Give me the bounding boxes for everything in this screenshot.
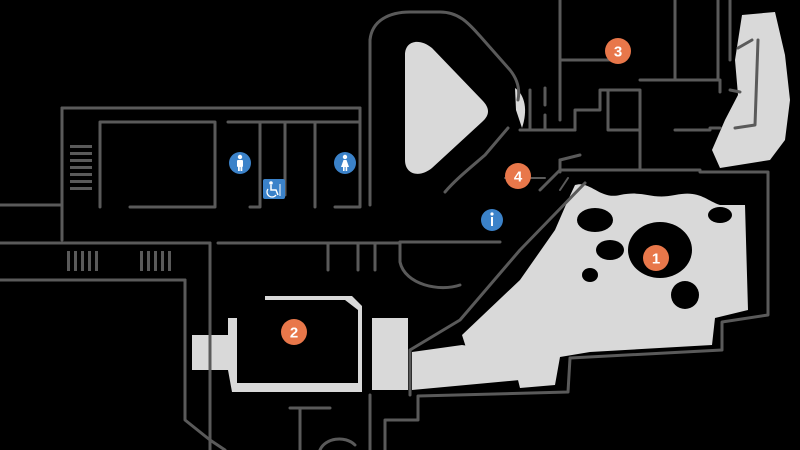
- marker-4-label: 4: [514, 169, 523, 186]
- marker-2[interactable]: 2: [281, 319, 307, 345]
- marker-1-label: 1: [652, 251, 660, 268]
- marker-1[interactable]: 1: [643, 245, 669, 271]
- exhibit-1-island: [671, 281, 699, 309]
- male-restroom-icon[interactable]: [229, 152, 251, 174]
- lower-corridor-block-b: [412, 345, 520, 390]
- marker-3[interactable]: 3: [605, 38, 631, 64]
- marker-4[interactable]: 4: [505, 163, 531, 189]
- marker-2-label: 2: [290, 325, 298, 342]
- information-icon[interactable]: [481, 209, 503, 231]
- stairs-bottom-left-a: [67, 251, 98, 271]
- exhibit-1-island: [596, 240, 624, 260]
- exhibit-triangle-hall: [405, 41, 488, 174]
- marker-3-label: 3: [614, 44, 622, 61]
- lower-corridor-block-a: [372, 318, 408, 390]
- exhibit-1-island: [708, 207, 732, 223]
- exhibit-area-3-gallery: [712, 12, 790, 168]
- accessible-restroom-icon[interactable]: [263, 179, 285, 199]
- exhibit-area-2-surround: [192, 296, 362, 392]
- exhibit-1-island: [582, 268, 598, 282]
- female-restroom-icon[interactable]: [334, 152, 356, 174]
- stairs-bottom-left-b: [140, 251, 171, 271]
- exhibit-1-island: [577, 208, 613, 232]
- stairs-left: [70, 145, 92, 190]
